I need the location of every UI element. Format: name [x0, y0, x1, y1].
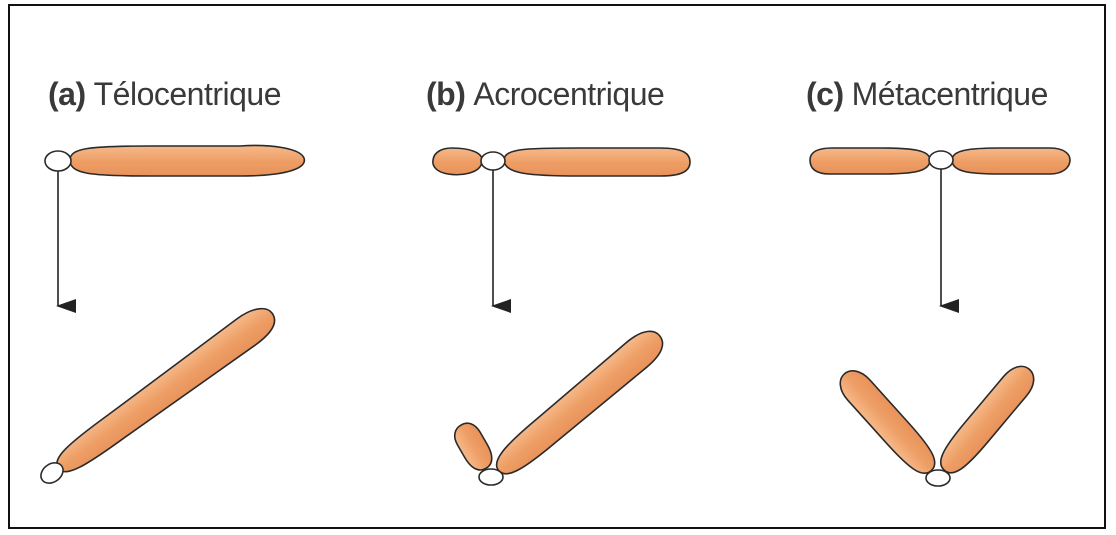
panel-a: [33, 146, 304, 493]
panel-c: [810, 148, 1070, 486]
panel-b: [433, 148, 690, 485]
telocentric-arm-top: [70, 146, 304, 177]
metacentric-left-arm-bottom: [833, 364, 942, 481]
metacentric-right-arm-bottom: [933, 360, 1041, 480]
centromere-b-top: [481, 152, 505, 170]
centromere-c-bottom: [926, 470, 950, 486]
acrocentric-long-arm-top: [504, 148, 690, 176]
telocentric-arm-bottom: [49, 300, 281, 481]
acrocentric-long-arm-bottom: [488, 323, 669, 482]
centromere-b-bottom: [479, 469, 503, 485]
centromere-a-top: [45, 151, 71, 171]
acrocentric-short-arm-bottom: [450, 419, 498, 475]
metacentric-left-arm-top: [810, 148, 930, 174]
centromere-c-top: [929, 151, 953, 169]
metacentric-right-arm-top: [952, 148, 1070, 174]
acrocentric-short-arm-top: [433, 148, 482, 175]
